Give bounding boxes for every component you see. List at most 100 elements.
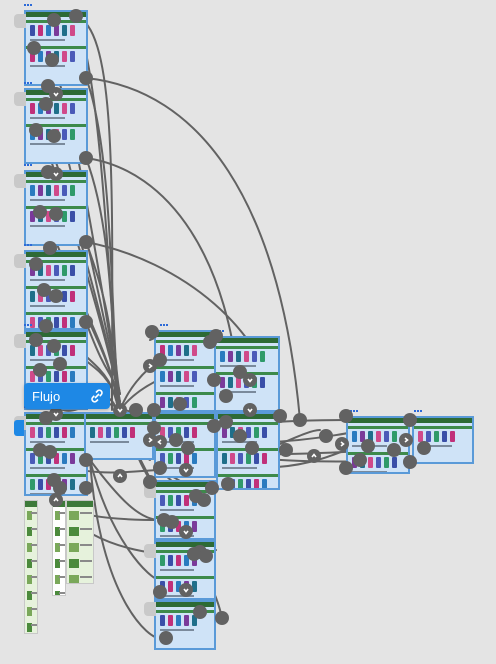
connector-handle-icon[interactable] [129, 403, 143, 417]
page-text-line [31, 544, 37, 546]
connector-handle-icon[interactable] [199, 549, 213, 563]
connector-handle-icon[interactable] [45, 53, 59, 67]
connector-handle-icon[interactable] [153, 585, 167, 599]
product-thumbnail-icon [70, 371, 75, 382]
connector-handle-icon[interactable] [417, 441, 431, 455]
screen-frame[interactable] [412, 416, 474, 464]
connector-handle-icon[interactable] [245, 441, 259, 455]
connector-handle-icon[interactable] [293, 413, 307, 427]
frame-tab[interactable] [14, 334, 26, 348]
frame-tab[interactable] [14, 92, 26, 106]
connector-handle-icon[interactable] [361, 439, 375, 453]
connector-handle-icon[interactable] [29, 333, 43, 347]
connector-handle-icon[interactable] [79, 235, 93, 249]
connector-handle-icon[interactable] [145, 325, 159, 339]
chevron-icon[interactable] [179, 583, 193, 597]
page-text-line [59, 560, 65, 562]
chevron-icon[interactable] [399, 433, 413, 447]
connector-handle-icon[interactable] [39, 319, 53, 333]
connector-handle-icon[interactable] [29, 123, 43, 137]
chevron-icon[interactable] [49, 493, 63, 507]
frame-section-band [414, 426, 472, 429]
frame-section-band [156, 366, 214, 369]
connector-handle-icon[interactable] [219, 389, 233, 403]
product-thumbnail-icon [192, 453, 197, 464]
text-line [30, 225, 65, 227]
product-thumbnail-icon [176, 345, 181, 356]
connector-handle-icon[interactable] [159, 631, 173, 645]
connector-handle-icon[interactable] [33, 205, 47, 219]
connector-handle-icon[interactable] [47, 13, 61, 27]
connector-handle-icon[interactable] [147, 403, 161, 417]
connector-handle-icon[interactable] [403, 455, 417, 469]
frame-tab[interactable] [144, 602, 156, 616]
selected-frame-tab[interactable] [14, 420, 24, 436]
connector-handle-icon[interactable] [79, 453, 93, 467]
connector-handle-icon[interactable] [79, 315, 93, 329]
connector-handle-icon[interactable] [197, 493, 211, 507]
chevron-icon[interactable] [153, 435, 167, 449]
chevron-icon[interactable] [113, 469, 127, 483]
connector-handle-icon[interactable] [47, 339, 61, 353]
connector-handle-icon[interactable] [353, 453, 367, 467]
connector-handle-icon[interactable] [209, 329, 223, 343]
connector-handle-icon[interactable] [387, 443, 401, 457]
connector-handle-icon[interactable] [173, 397, 187, 411]
chevron-icon[interactable] [179, 463, 193, 477]
flow-start-label[interactable]: Flujo [24, 383, 110, 409]
product-thumbnail-icon [392, 457, 397, 468]
chevron-icon[interactable] [49, 407, 63, 421]
chevron-icon[interactable] [49, 87, 63, 101]
connector-handle-icon[interactable] [79, 481, 93, 495]
connector-handle-icon[interactable] [53, 357, 67, 371]
connector-handle-icon[interactable] [215, 611, 229, 625]
connector-handle-icon[interactable] [49, 207, 63, 221]
connector-handle-icon[interactable] [273, 409, 287, 423]
frame-tab[interactable] [14, 14, 26, 28]
connector-handle-icon[interactable] [193, 605, 207, 619]
connector-handle-icon[interactable] [207, 373, 221, 387]
connector-handle-icon[interactable] [143, 475, 157, 489]
chevron-icon[interactable] [335, 437, 349, 451]
frame-section-band [26, 422, 86, 425]
connector-handle-icon[interactable] [29, 257, 43, 271]
chevron-icon[interactable] [307, 449, 321, 463]
chevron-icon[interactable] [179, 525, 193, 539]
frame-tab[interactable] [14, 174, 26, 188]
connector-handle-icon[interactable] [339, 461, 353, 475]
chevron-icon[interactable] [243, 403, 257, 417]
connector-handle-icon[interactable] [403, 413, 417, 427]
frame-tab[interactable] [14, 254, 26, 268]
chevron-icon[interactable] [113, 403, 127, 417]
connector-handle-icon[interactable] [219, 415, 233, 429]
connector-handle-icon[interactable] [207, 419, 221, 433]
connector-handle-icon[interactable] [27, 41, 41, 55]
connector-handle-icon[interactable] [79, 71, 93, 85]
chevron-icon[interactable] [49, 167, 63, 181]
connector-handle-icon[interactable] [181, 441, 195, 455]
connector-handle-icon[interactable] [49, 289, 63, 303]
connector-handle-icon[interactable] [165, 515, 179, 529]
connector-handle-icon[interactable] [43, 445, 57, 459]
connector-handle-icon[interactable] [187, 547, 201, 561]
page-thumbnail[interactable] [52, 500, 66, 596]
page-text-line [31, 624, 37, 626]
page-thumbnail[interactable] [24, 500, 38, 634]
connector-handle-icon[interactable] [319, 429, 333, 443]
connector-handle-icon[interactable] [153, 461, 167, 475]
page-thumbnail[interactable] [66, 500, 94, 584]
connector-handle-icon[interactable] [47, 473, 61, 487]
connector-handle-icon[interactable] [33, 363, 47, 377]
chevron-icon[interactable] [143, 359, 157, 373]
page-text-line [31, 576, 37, 578]
connector-handle-icon[interactable] [69, 9, 83, 23]
connector-handle-icon[interactable] [221, 477, 235, 491]
connector-handle-icon[interactable] [79, 151, 93, 165]
connector-handle-icon[interactable] [233, 429, 247, 443]
connector-handle-icon[interactable] [43, 241, 57, 255]
connector-handle-icon[interactable] [47, 129, 61, 143]
chevron-icon[interactable] [243, 373, 257, 387]
connector-handle-icon[interactable] [279, 443, 293, 457]
frame-tab[interactable] [144, 544, 156, 558]
connector-handle-icon[interactable] [339, 409, 353, 423]
